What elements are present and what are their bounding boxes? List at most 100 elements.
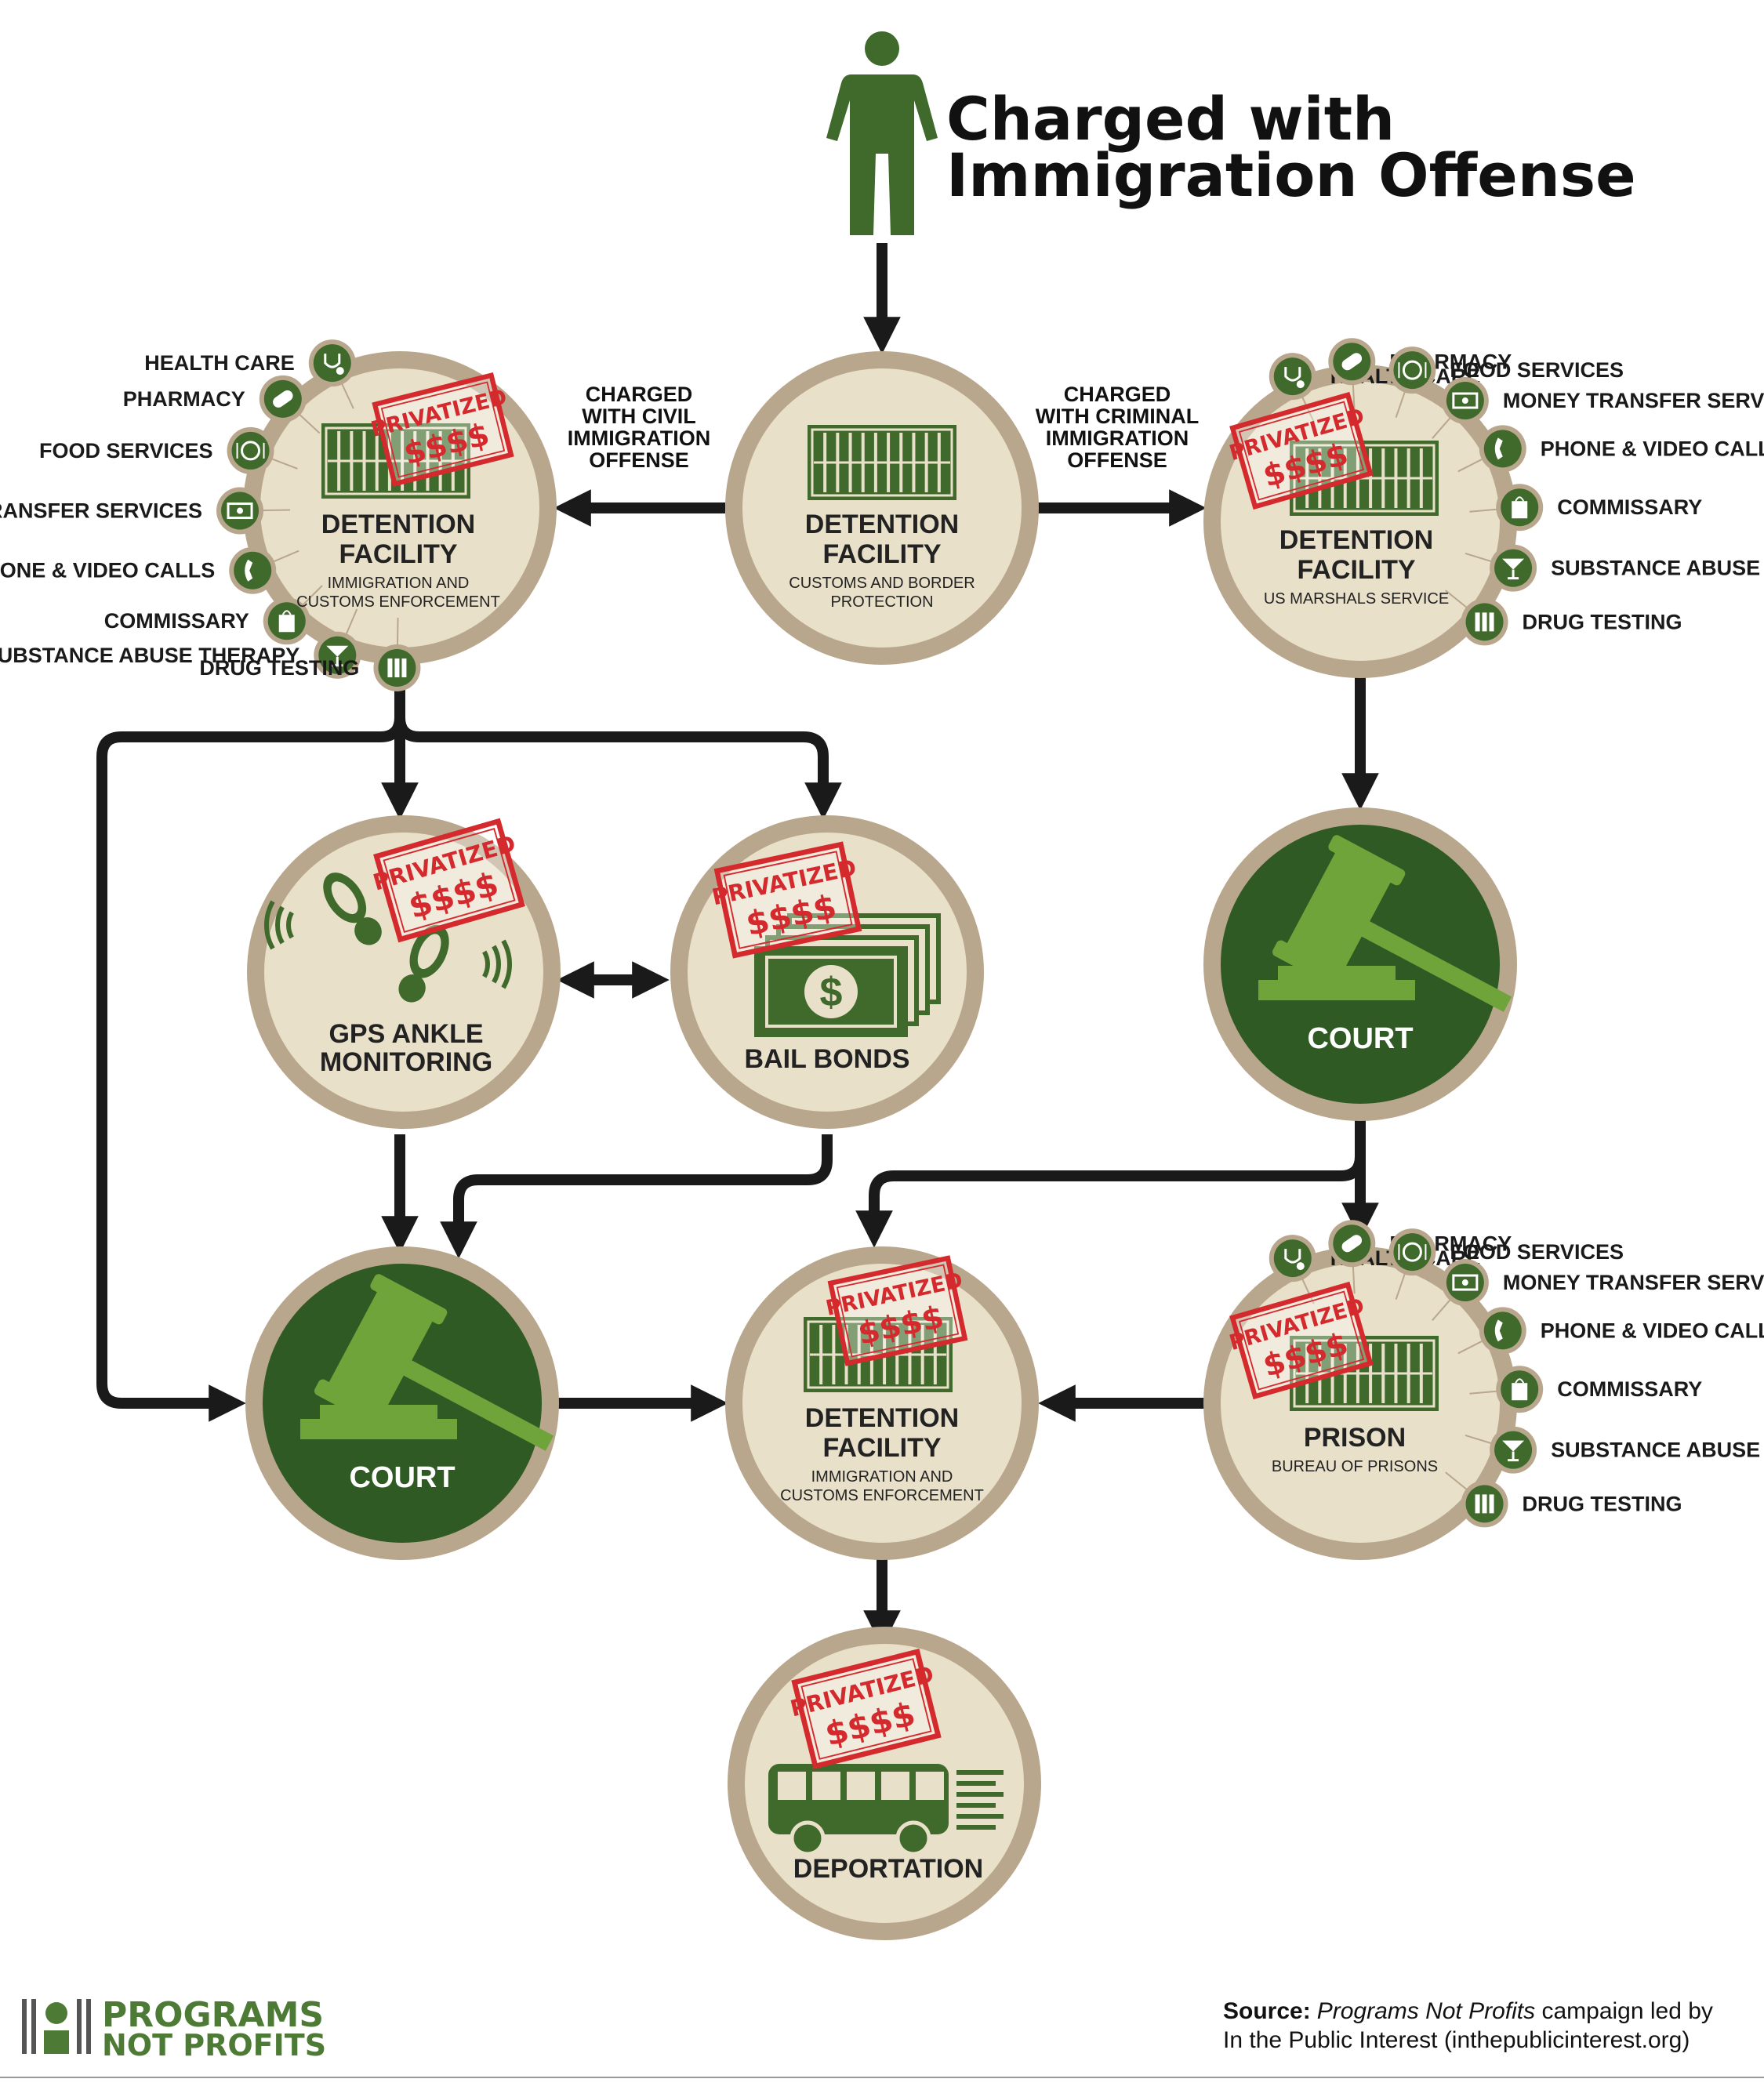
jail-bars-icon	[808, 425, 956, 500]
money-icon	[227, 502, 253, 520]
service-label: PHONE & VIDEO CALLS	[0, 559, 215, 582]
node-title: FACILITY	[1297, 555, 1415, 585]
service-item: DRUG TESTING	[199, 617, 421, 691]
edge-label-civil-line-3: IMMIGRATION	[568, 426, 710, 450]
node-title: MONITORING	[320, 1047, 492, 1077]
service-label: DRUG TESTING	[199, 656, 359, 680]
service-item: COMMISSARY	[104, 585, 323, 645]
node-title: FACILITY	[822, 539, 941, 569]
service-item: FOOD SERVICES	[1388, 346, 1624, 418]
privatized-stamp: PRIVATIZED$$$$	[1227, 1281, 1374, 1400]
service-label: SUBSTANCE ABUSE THERAPY	[1551, 557, 1764, 580]
bus-icon	[768, 1764, 1004, 1856]
service-item: FOOD SERVICES	[39, 426, 298, 474]
node-title: FACILITY	[822, 1433, 941, 1463]
source-line-1: Source:Programs Not Profits campaign led…	[1223, 1998, 1713, 2024]
vials-icon	[1475, 1494, 1494, 1514]
service-label: PHONE & VIDEO CALLS	[1541, 1319, 1764, 1342]
title-line-1: Charged with	[946, 84, 1395, 154]
node-subtitle: PROTECTION	[830, 593, 933, 611]
ankle-monitor-icon	[264, 873, 512, 1003]
edge-label-criminal-line-2: WITH CRIMINAL	[1036, 405, 1199, 428]
node-deportation: PRIVATIZED$$$$DEPORTATION	[728, 1627, 1041, 1940]
node-title: GPS ANKLE	[328, 1019, 483, 1049]
edge-label-civil: CHARGED WITH CIVIL IMMIGRATION OFFENSE	[568, 383, 710, 472]
node-title: BAIL BONDS	[745, 1044, 910, 1074]
gavel-icon	[1258, 835, 1512, 1012]
service-label: DRUG TESTING	[1523, 610, 1682, 633]
service-item: SUBSTANCE ABUSE THERAPY	[1465, 1426, 1764, 1474]
source-label: Source:	[1223, 1998, 1311, 2024]
node-title: PRISON	[1304, 1423, 1406, 1453]
service-label: PHONE & VIDEO CALLS	[1541, 437, 1764, 460]
cocktail-icon	[326, 645, 349, 667]
node-title: DETENTION	[805, 1403, 959, 1433]
service-item: COMMISSARY	[1469, 1366, 1702, 1413]
privatized-stamp: PRIVATIZED$$$$	[370, 818, 525, 943]
service-label: COMMISSARY	[1557, 1377, 1702, 1401]
node-subtitle: IMMIGRATION AND	[328, 575, 470, 592]
edge-ice-top-to-bail	[394, 717, 842, 820]
cocktail-icon	[1502, 558, 1525, 580]
service-label: MONEY TRANSFER SERVICES	[1503, 389, 1764, 412]
service-item: DRUG TESTING	[1445, 590, 1682, 646]
pill-icon	[1341, 1235, 1363, 1253]
service-label: COMMISSARY	[1557, 495, 1702, 519]
logo-line-2: NOT PROFITS	[102, 2028, 326, 2063]
plate-icon	[1398, 1242, 1427, 1262]
service-item: FOOD SERVICES	[1388, 1228, 1624, 1300]
phone-icon	[1494, 437, 1503, 460]
cash-dollar-sign: $	[820, 970, 843, 1015]
node-court-left: COURT	[245, 1246, 559, 1560]
service-label: MONEY TRANSFER SERVICES	[1503, 1271, 1764, 1294]
node-title: DETENTION	[805, 510, 959, 539]
node-subtitle: CUSTOMS ENFORCEMENT	[780, 1487, 984, 1504]
service-item: SUBSTANCE ABUSE THERAPY	[1465, 544, 1764, 592]
node-title: COURT	[349, 1461, 455, 1494]
service-item: PHARMACY	[123, 375, 321, 434]
edge-label-criminal-line-1: CHARGED	[1064, 383, 1171, 406]
edge-bail-to-court-left	[440, 1134, 833, 1259]
service-item: MONEY TRANSFER SERVICES	[0, 487, 291, 535]
person-icon	[826, 31, 938, 235]
edge-label-criminal-line-4: OFFENSE	[1067, 448, 1167, 472]
vials-icon	[387, 658, 407, 677]
service-label: SUBSTANCE ABUSE THERAPY	[1551, 1439, 1764, 1462]
service-label: DRUG TESTING	[1523, 1492, 1682, 1515]
source-rest: campaign led by	[1535, 1998, 1713, 2024]
title-line-2: Immigration Offense	[946, 140, 1636, 210]
edges	[96, 243, 1379, 1648]
service-label: COMMISSARY	[104, 609, 249, 633]
cash-icon: $	[754, 913, 941, 1037]
footer: PROGRAMS NOT PROFITS Source:Programs Not…	[0, 1995, 1764, 2078]
node-detention-ice-bottom: PRIVATIZED$$$$DETENTIONFACILITYIMMIGRATI…	[725, 1246, 1039, 1560]
node-court-right: COURT	[1203, 807, 1517, 1121]
privatized-stamp: PRIVATIZED$$$$	[368, 372, 514, 487]
edge-label-civil-line-1: CHARGED	[586, 383, 693, 406]
cocktail-icon	[1502, 1440, 1525, 1462]
node-bail: $PRIVATIZED$$$$BAIL BONDS	[670, 815, 984, 1129]
stethoscope-icon	[1284, 1249, 1305, 1271]
bag-icon	[1512, 1378, 1528, 1401]
node-subtitle: BUREAU OF PRISONS	[1272, 1458, 1438, 1475]
service-label: PHARMACY	[123, 387, 245, 411]
service-item: PHONE & VIDEO CALLS	[1457, 1307, 1764, 1355]
bag-icon	[278, 610, 295, 633]
pill-icon	[273, 390, 293, 408]
phone-icon	[1494, 1319, 1503, 1342]
edge-label-criminal: CHARGED WITH CRIMINAL IMMIGRATION OFFENS…	[1036, 383, 1199, 472]
node-title: DETENTION	[321, 510, 475, 539]
logo-bars-icon	[22, 1999, 91, 2054]
service-label: HEALTH CARE	[144, 351, 295, 375]
node-detention-ice-top: HEALTH CARE PHARMACY FOOD SERVICES MONEY TR…	[0, 339, 557, 691]
node-subtitle: IMMIGRATION AND	[811, 1468, 953, 1486]
phone-icon	[245, 559, 253, 582]
service-item: PHONE & VIDEO CALLS	[1457, 425, 1764, 473]
service-label: SUBSTANCE ABUSE THERAPY	[0, 644, 299, 667]
